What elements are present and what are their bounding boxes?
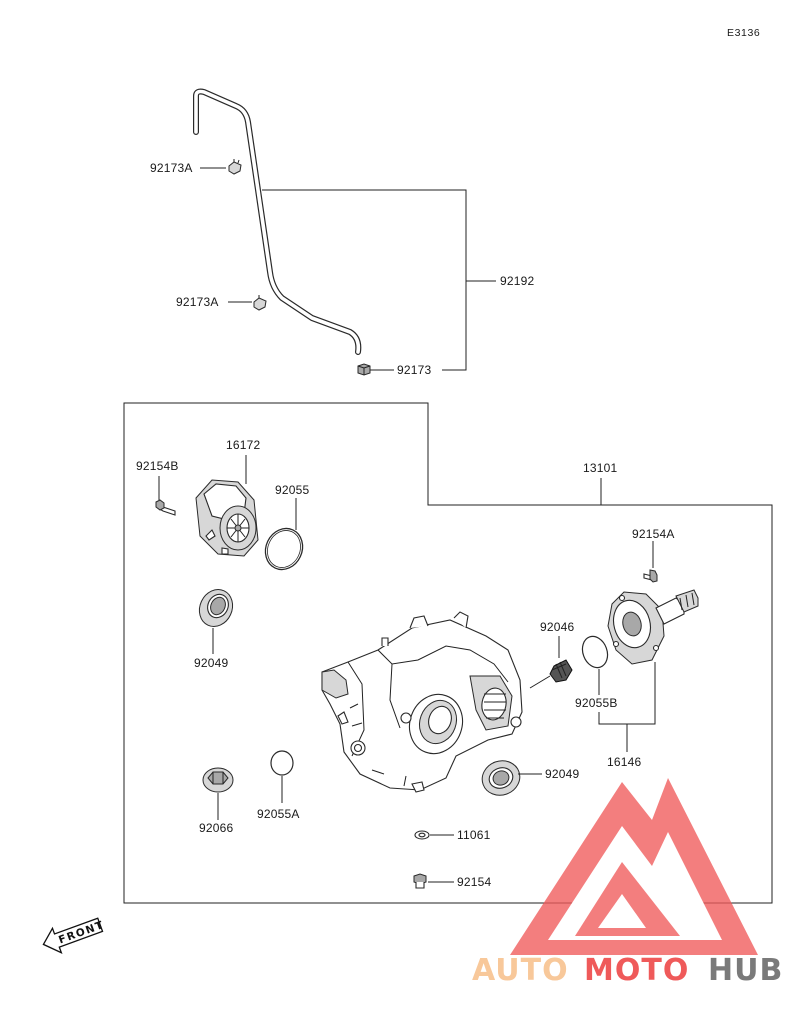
label-92192: 92192	[500, 274, 534, 288]
label-92055b: 92055B	[575, 696, 618, 710]
washer-11061[interactable]	[414, 830, 430, 840]
watermark-auto: AUTO	[472, 953, 569, 988]
o-ring-92055b[interactable]	[578, 633, 611, 671]
bracket-92192	[262, 189, 496, 371]
label-92055: 92055	[275, 483, 309, 497]
oil-seal-92049-right[interactable]	[477, 756, 524, 801]
pinion-housing-16146[interactable]	[607, 589, 699, 665]
clamp-92173a-upper[interactable]	[228, 159, 242, 175]
label-92154a: 92154A	[632, 527, 675, 541]
label-16146: 16146	[607, 755, 641, 769]
watermark-moto: MOTO	[584, 953, 689, 988]
front-label: FRONT	[57, 919, 106, 947]
leader-92046	[529, 636, 560, 689]
assembly-frame-13101	[123, 402, 773, 904]
oil-seal-92049-left[interactable]	[193, 584, 238, 632]
clamp-92173a-lower[interactable]	[253, 295, 267, 311]
label-92049-left: 92049	[194, 656, 228, 670]
bearing-92046[interactable]	[549, 659, 573, 683]
bolt-92154b[interactable]	[155, 499, 176, 516]
label-92173a-lower: 92173A	[176, 295, 219, 309]
bolt-92154a[interactable]	[643, 569, 658, 583]
bracket-16146	[598, 662, 656, 752]
actuator-16172[interactable]	[195, 479, 259, 557]
differential-housing[interactable]	[321, 611, 523, 793]
watermark-hub: HUB	[708, 953, 783, 988]
o-ring-92055[interactable]	[259, 522, 309, 575]
label-11061: 11061	[457, 828, 491, 842]
breather-hose[interactable]	[193, 88, 362, 355]
label-92154: 92154	[457, 875, 491, 889]
label-92173: 92173	[397, 363, 431, 377]
label-92046: 92046	[540, 620, 574, 634]
plug-92066[interactable]	[202, 767, 234, 793]
label-92066: 92066	[199, 821, 233, 835]
label-92173a-upper: 92173A	[150, 161, 193, 175]
o-ring-92055a[interactable]	[270, 750, 294, 776]
label-16172: 16172	[226, 438, 260, 452]
label-92055a: 92055A	[257, 807, 300, 821]
clamp-92173[interactable]	[357, 363, 371, 376]
label-13101: 13101	[583, 461, 617, 475]
label-92049-right: 92049	[545, 767, 579, 781]
automotohub-watermark: AUTO MOTO HUB	[472, 778, 783, 988]
bolt-92154[interactable]	[413, 873, 427, 889]
diagram-code: E3136	[727, 27, 760, 39]
front-arrow-icon: FRONT	[42, 917, 106, 955]
label-92154b: 92154B	[136, 459, 179, 473]
